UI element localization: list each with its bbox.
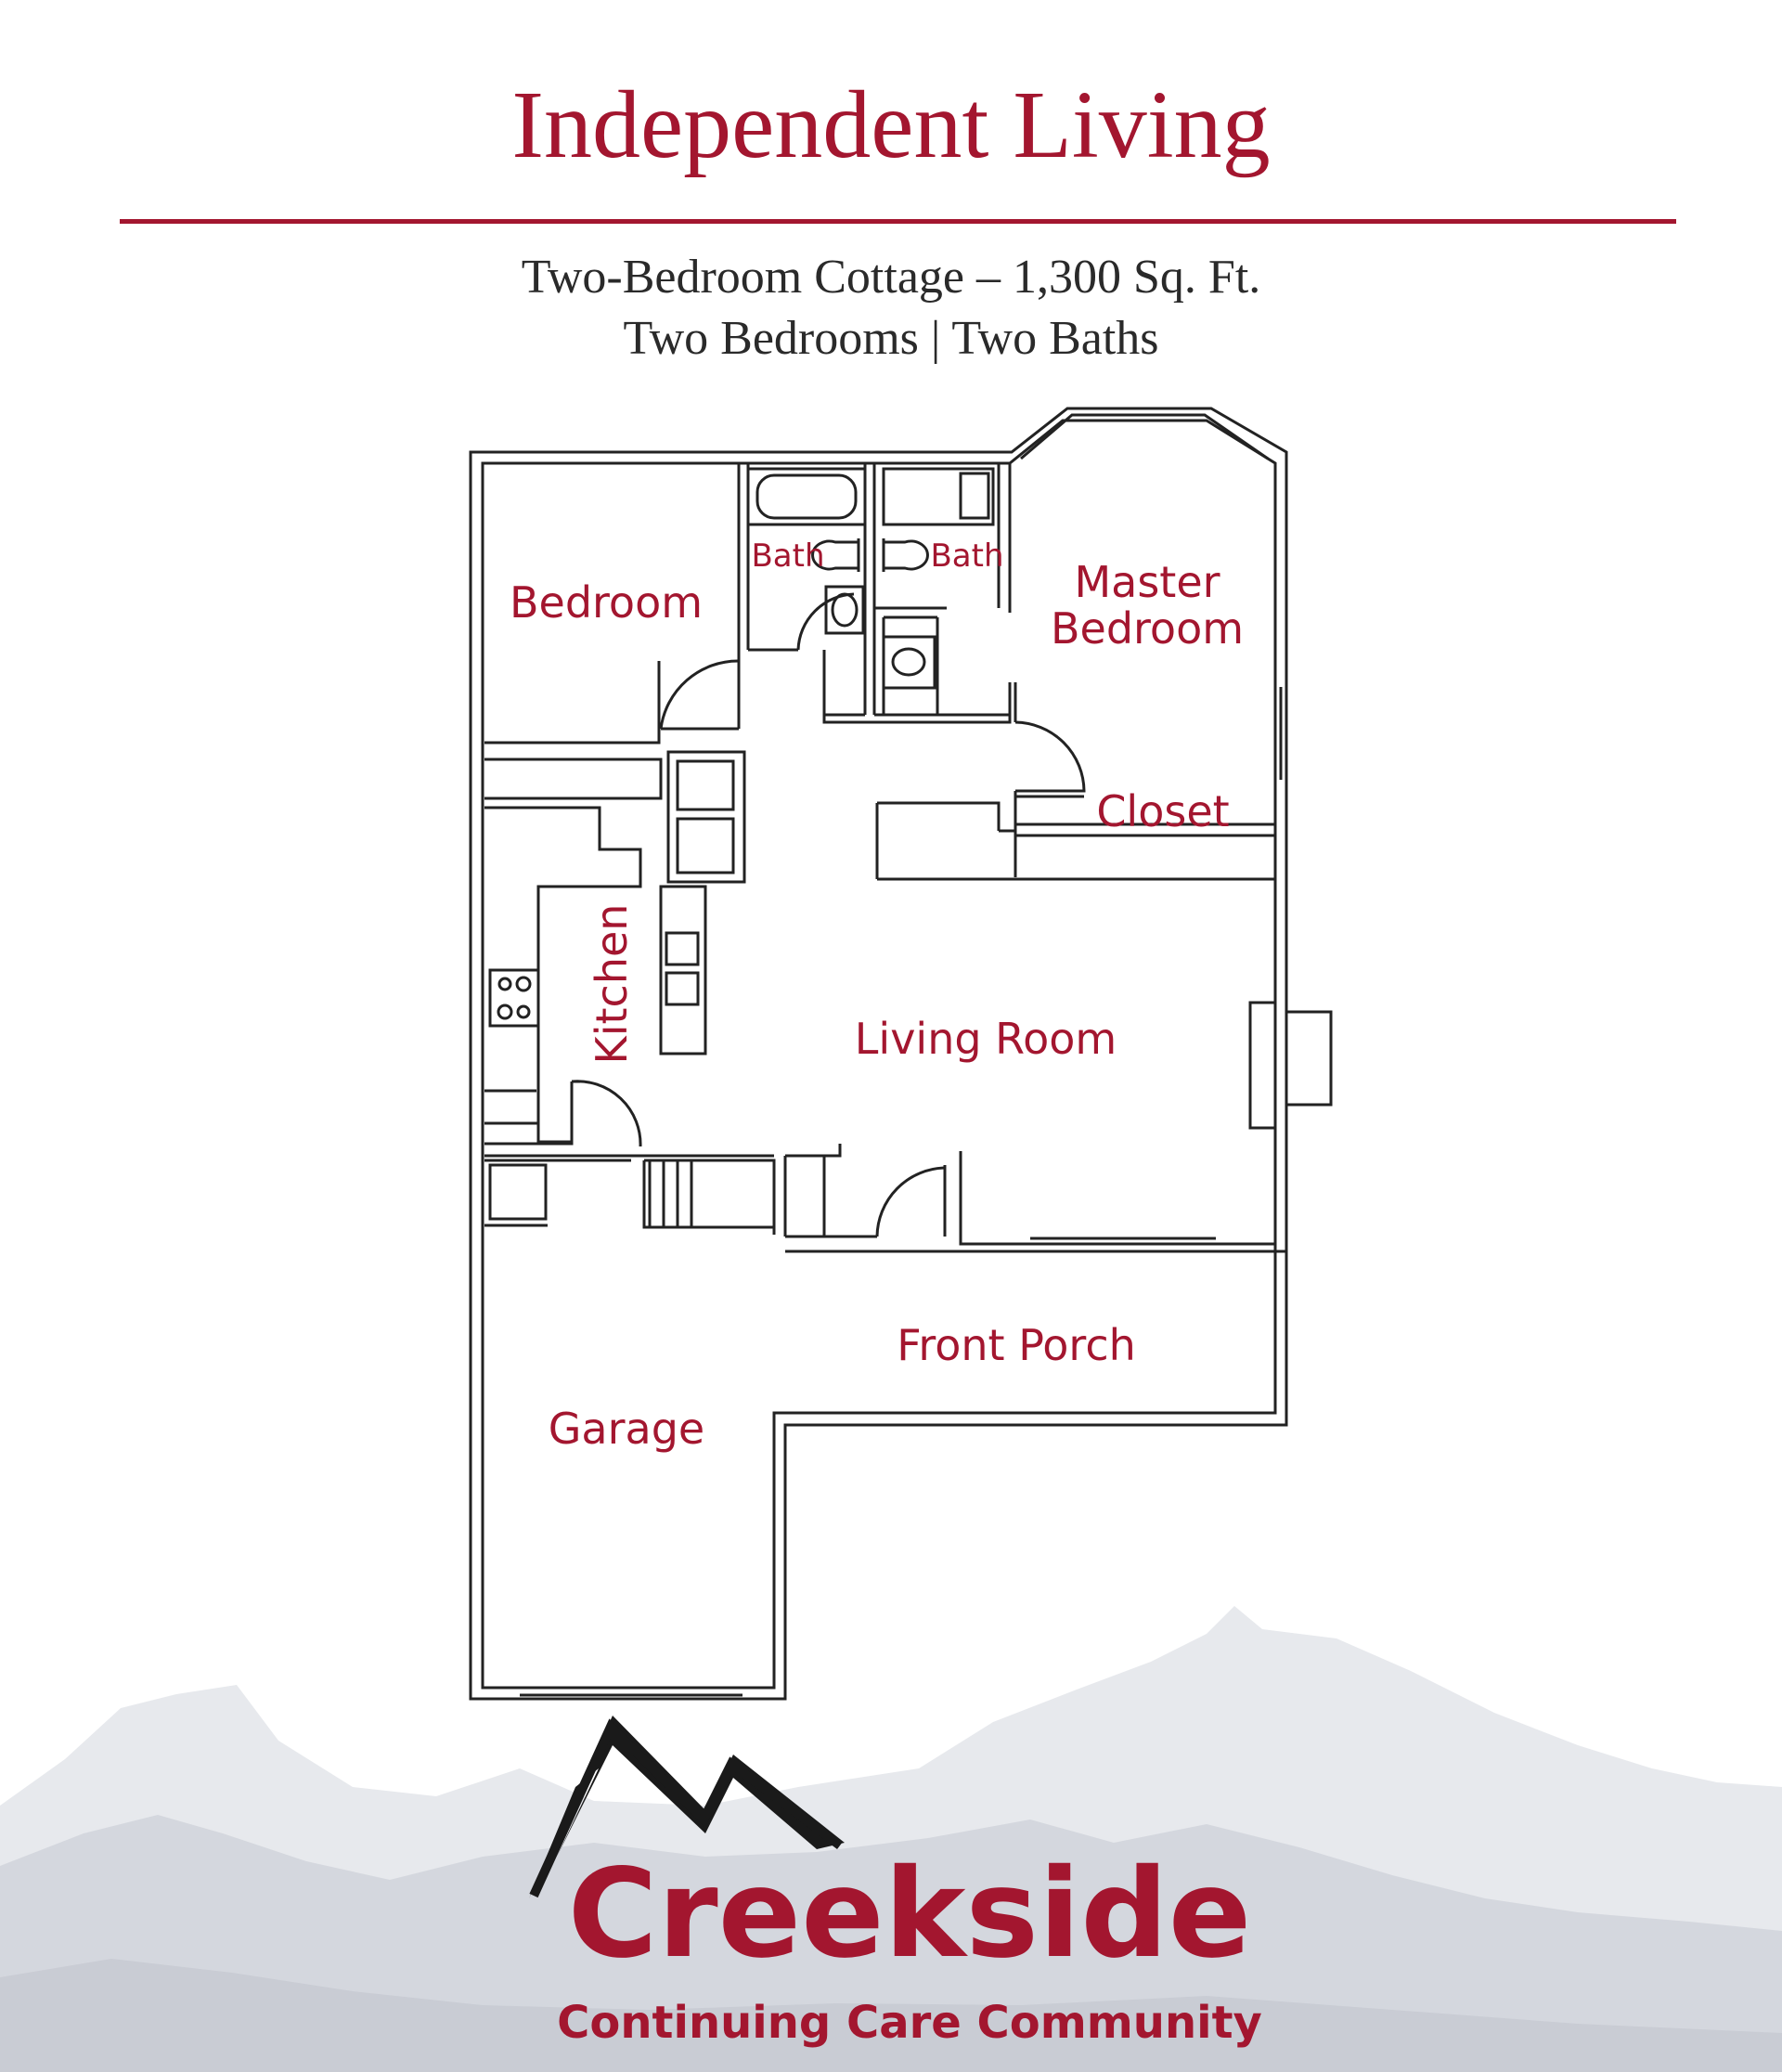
foyer-walls — [783, 1144, 1275, 1246]
front-porch — [785, 1250, 1288, 1425]
pantry-shelf-bottom — [676, 817, 735, 874]
page-title: Independent Living — [511, 71, 1271, 178]
mountain-backdrop — [0, 1606, 1782, 2072]
label-bedroom: Bedroom — [510, 577, 703, 628]
label-front-porch: Front Porch — [897, 1320, 1136, 1370]
bedroom-door — [659, 659, 740, 731]
sink-right-bowl — [891, 647, 926, 677]
sink-left-bowl — [831, 592, 859, 628]
label-bath-right: Bath — [930, 537, 1003, 575]
island-sink-a — [665, 931, 700, 966]
toilet-left — [811, 538, 860, 572]
label-living-room: Living Room — [855, 1014, 1117, 1064]
label-kitchen: Kitchen — [587, 904, 637, 1065]
sink-left — [824, 585, 865, 635]
floor-plan — [469, 407, 1333, 1701]
title-divider — [120, 219, 1676, 224]
label-garage: Garage — [549, 1404, 704, 1454]
label-closet: Closet — [1096, 786, 1229, 836]
burner-3 — [497, 1004, 513, 1020]
garage-top-wall — [484, 1154, 776, 1235]
pantry-cabinet — [666, 750, 746, 884]
burner-1 — [497, 977, 512, 991]
unit-description: Two-Bedroom Cottage – 1,300 Sq. Ft. — [521, 251, 1261, 304]
front-mountains — [0, 1959, 1782, 2072]
brand-tagline: Continuing Care Community — [557, 1997, 1262, 2049]
label-bath-left: Bath — [751, 537, 824, 575]
garage-door-opening — [520, 1686, 742, 1697]
hall-walls — [822, 682, 1017, 724]
entry-steps — [648, 1160, 693, 1227]
burner-4 — [516, 1004, 531, 1019]
shower-right — [882, 467, 995, 526]
room-labels: Bedroom Bath Bath Master Bedroom Closet … — [510, 537, 1244, 1454]
kitchen-wall-lower — [484, 1080, 580, 1146]
exterior-wall-outer — [469, 407, 1288, 1701]
kitchen-garage-door — [571, 1080, 642, 1147]
fireplace — [1248, 1001, 1333, 1130]
label-master-line2: Bedroom — [1051, 603, 1244, 654]
bedroom-walls — [484, 661, 741, 800]
master-door — [1014, 720, 1086, 793]
bay-window-glass — [1077, 407, 1199, 417]
unit-rooms-summary: Two Bedrooms | Two Baths — [623, 312, 1159, 365]
sink-right — [882, 635, 936, 690]
bathtub-left — [746, 467, 867, 526]
kitchen-island — [659, 885, 707, 1055]
logo-mountain-stroke — [529, 1718, 844, 1898]
pantry-shelf-top — [676, 759, 735, 811]
creekside-logo: Creekside Continuing Care Community — [529, 1716, 1262, 2049]
kitchen-counter — [484, 806, 642, 1144]
shower-right-inner — [959, 472, 990, 520]
island-sink-b — [665, 971, 700, 1006]
living-window — [1030, 1237, 1216, 1246]
exterior-wall-inner — [481, 419, 1277, 1690]
toilet-right — [882, 538, 929, 572]
closet-walls — [875, 791, 1275, 881]
garage-storage — [488, 1163, 548, 1221]
front-door — [875, 1166, 946, 1237]
burner-2 — [515, 976, 532, 992]
label-master-line1: Master — [1074, 557, 1220, 607]
bathtub-left-inner — [755, 473, 858, 520]
stove — [488, 968, 540, 1028]
brand-name: Creekside — [568, 1843, 1252, 1986]
bath-left-walls — [737, 463, 876, 717]
